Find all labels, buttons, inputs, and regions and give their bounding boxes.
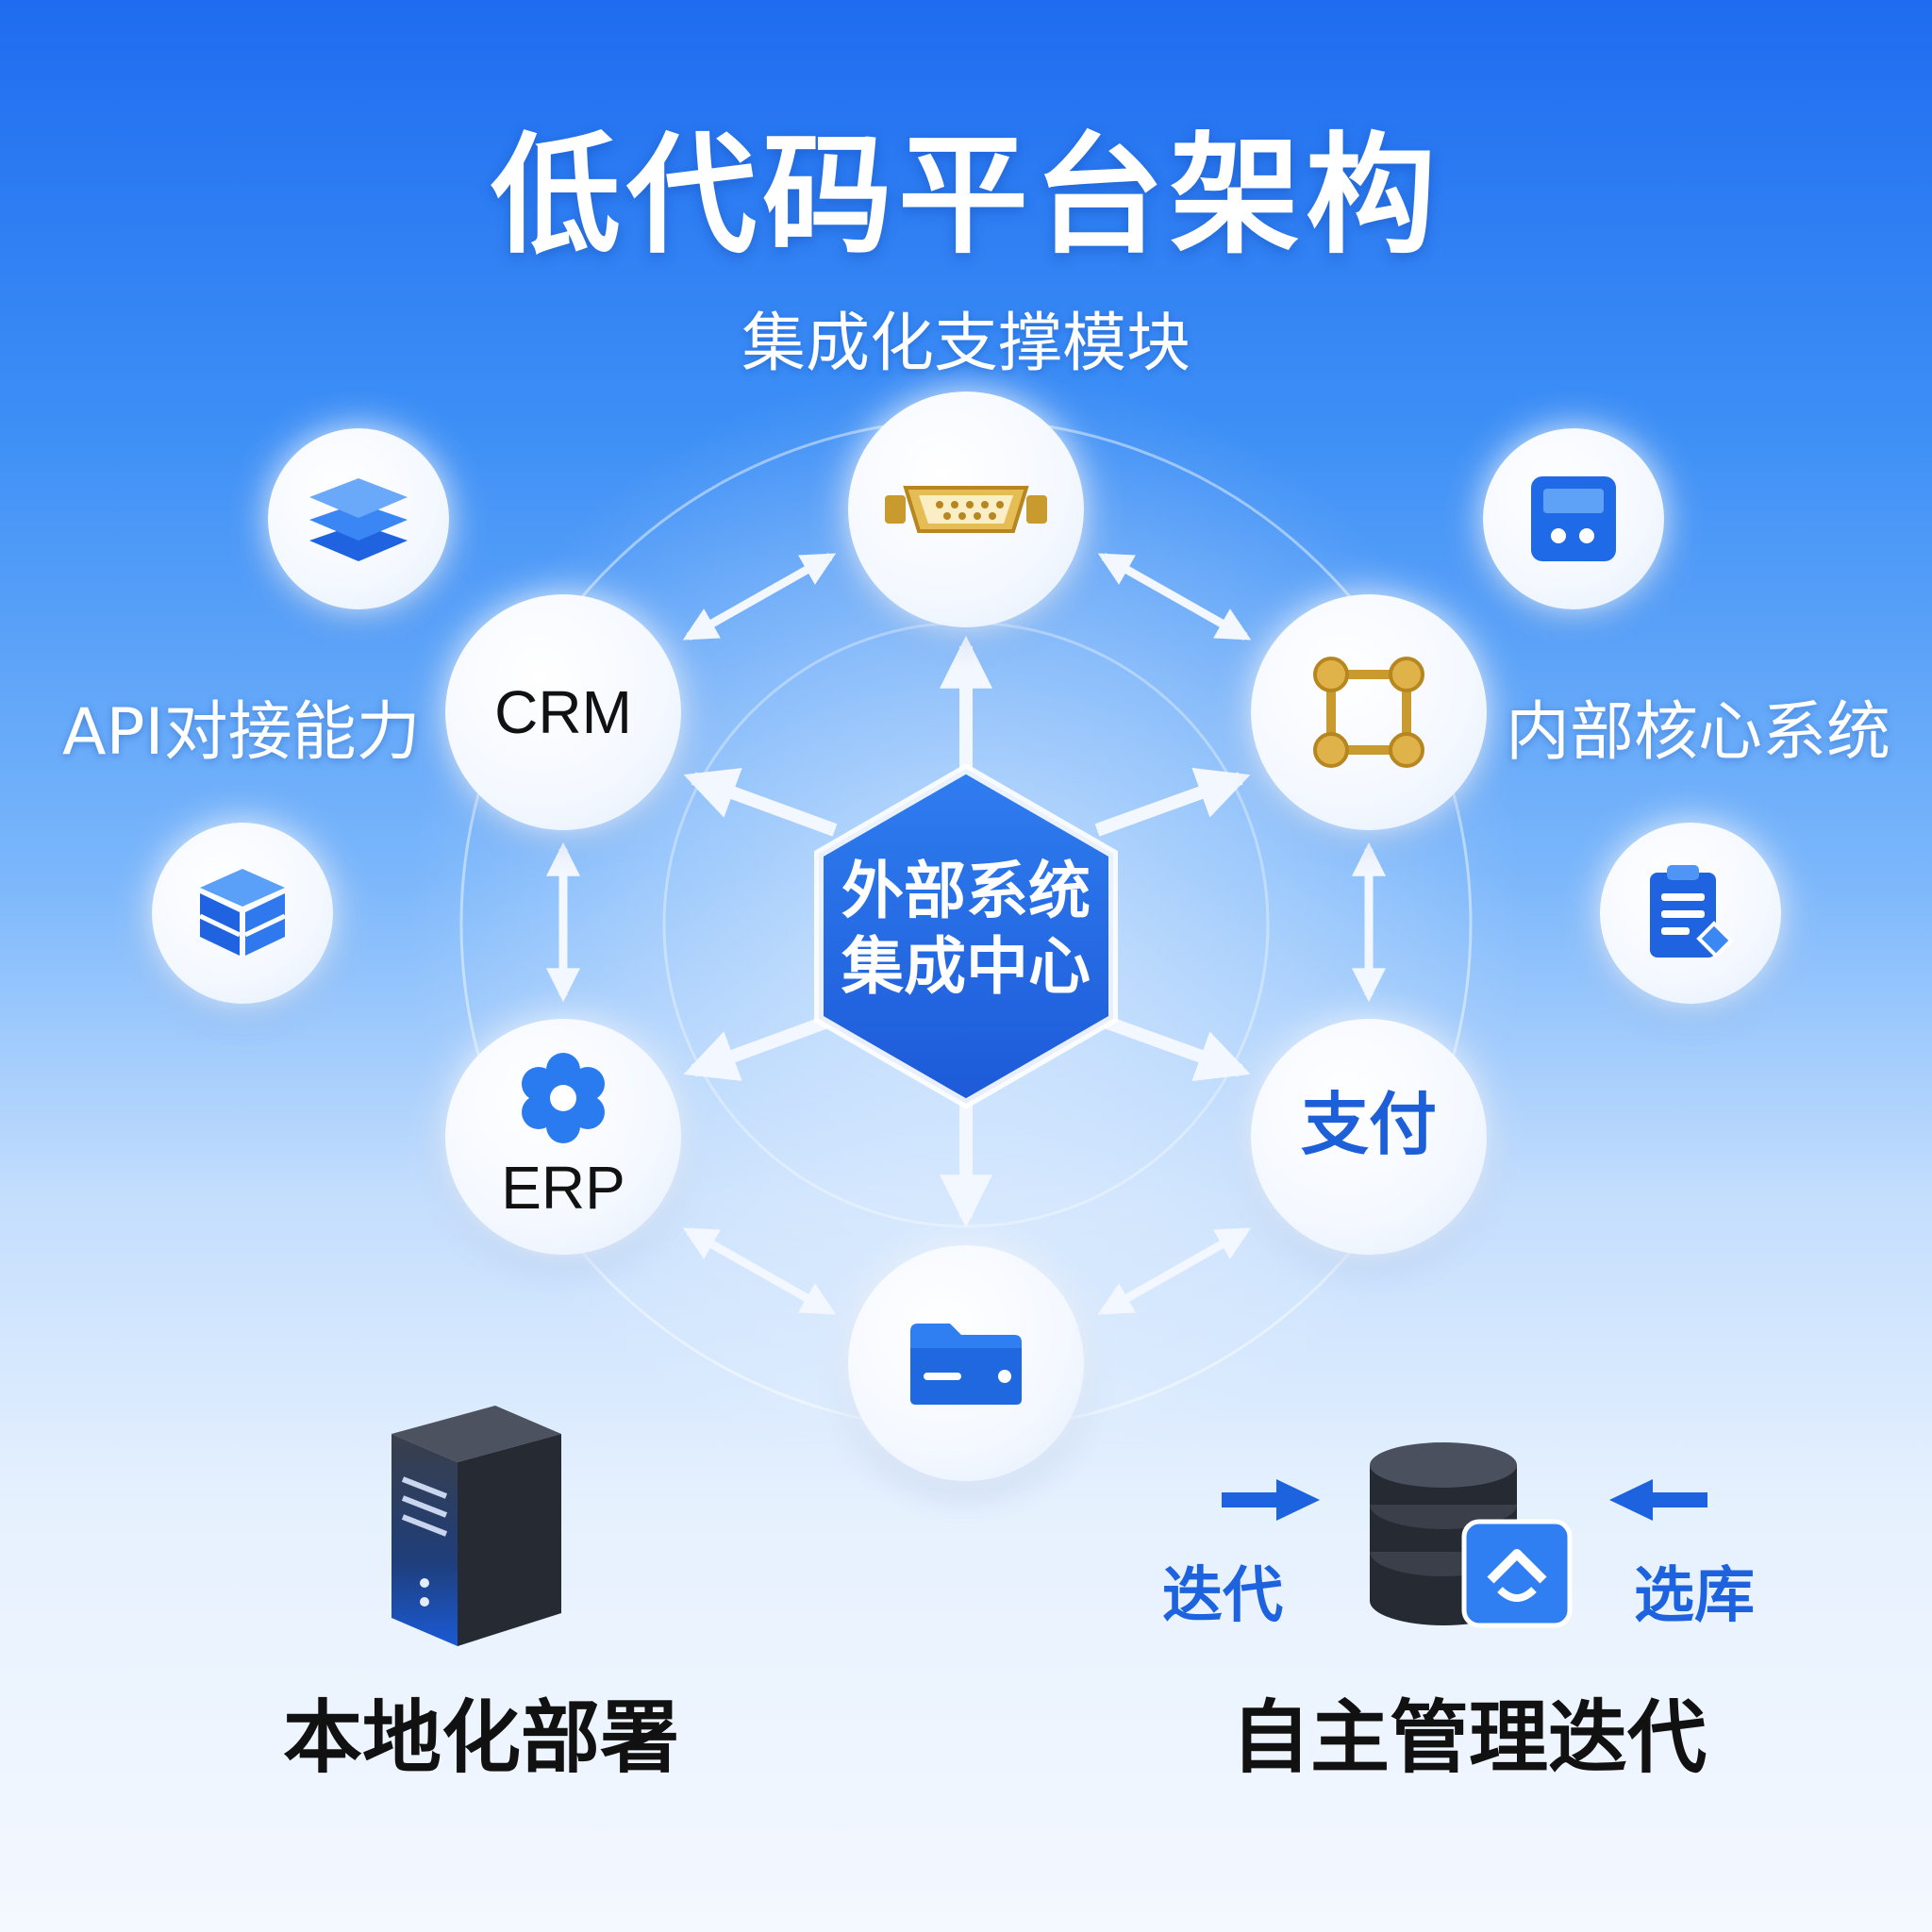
label-api-capability: API对接能力 [62, 695, 421, 770]
square-network-icon [1313, 657, 1424, 768]
folder-icon [910, 1324, 1022, 1405]
page-title: 低代码平台架构 [490, 120, 1441, 272]
label-integration-module: 集成化支撑模块 [741, 307, 1191, 381]
arrow-top-right [1097, 553, 1252, 641]
label-internal-core-system: 内部核心系统 [1506, 695, 1891, 770]
node-erp[interactable]: ERP [445, 1019, 681, 1255]
node-device-panel[interactable] [1483, 428, 1664, 609]
center-hub-line2: 集成中心 [841, 930, 1091, 1003]
label-local-deployment: 本地化部署 [283, 1691, 680, 1784]
arrow-right-icon [1222, 1479, 1320, 1521]
arrow-payment-bottom [1097, 1227, 1252, 1315]
connector-icon [885, 486, 1047, 533]
node-cube[interactable] [152, 823, 333, 1004]
node-crm[interactable]: CRM [445, 594, 681, 830]
device-panel-icon [1531, 476, 1616, 561]
node-payment[interactable]: 支付 [1251, 1019, 1487, 1255]
node-folder[interactable] [848, 1245, 1084, 1481]
center-hub-text: 外部系统 集成中心 [824, 854, 1108, 1005]
arrow-left-icon [1609, 1479, 1707, 1521]
label-self-managed-iteration: 自主管理迭代 [1231, 1691, 1707, 1784]
layers-icon [309, 478, 408, 561]
node-crm-label: CRM [494, 678, 632, 746]
spoke-right-top [1094, 767, 1251, 837]
arrow-top-crm [682, 553, 837, 641]
database-icon [1370, 1442, 1573, 1628]
label-iterate: 迭代 [1162, 1561, 1283, 1631]
node-erp-label: ERP [501, 1154, 625, 1222]
node-layers[interactable] [268, 428, 449, 609]
node-internal-system[interactable] [1251, 594, 1487, 830]
node-payment-label: 支付 [1300, 1084, 1437, 1164]
server-icon [391, 1406, 561, 1646]
center-hub-line1: 外部系统 [841, 855, 1091, 927]
clipboard-icon [1650, 865, 1734, 958]
node-connector[interactable] [848, 391, 1084, 627]
arrow-erp-bottom [682, 1227, 837, 1315]
cube-icon [198, 869, 287, 956]
center-hexagon [814, 763, 1118, 1109]
gear-flower-icon [522, 1053, 605, 1143]
spoke-left-top [683, 768, 838, 837]
spoke-left-bottom [683, 1012, 838, 1081]
label-select-database: 选库 [1634, 1561, 1755, 1631]
spoke-right-bottom [1094, 1012, 1251, 1082]
node-clipboard[interactable] [1600, 823, 1781, 1004]
